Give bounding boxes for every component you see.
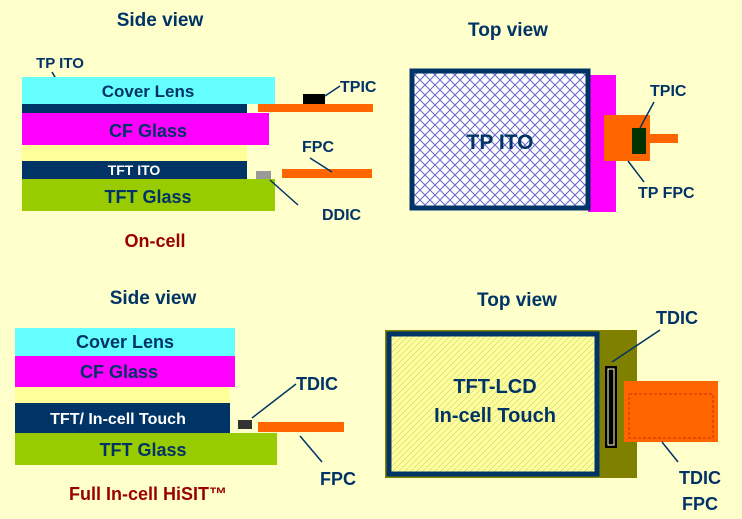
incell-touch-label: In-cell Touch bbox=[434, 405, 556, 427]
ddic-chip bbox=[256, 171, 271, 179]
side-tdic-leader bbox=[251, 383, 297, 419]
side-tdic-label: TDIC bbox=[296, 374, 338, 394]
top-tdic-chip-inner bbox=[607, 368, 615, 446]
incell-cf-glass-label: CF Glass bbox=[80, 362, 158, 382]
side-fpc bbox=[258, 422, 344, 432]
tft-incell-touch-layer bbox=[15, 403, 230, 433]
ddic-callout-label: DDIC bbox=[322, 207, 362, 224]
ddic-leader-line bbox=[269, 179, 299, 206]
bottom-fpc bbox=[282, 169, 372, 178]
top-tpic-chip bbox=[632, 128, 646, 154]
cover-lens-layer bbox=[22, 77, 275, 104]
incell-caption: Full In-cell HiSIT™ bbox=[69, 484, 227, 504]
incell-side-view: Side view Cover Lens CF Glass TFT/ In-ce… bbox=[15, 288, 356, 504]
incell-tft-glass-label: TFT Glass bbox=[99, 440, 186, 460]
tft-glass-label: TFT Glass bbox=[104, 187, 191, 207]
lc-layer bbox=[22, 145, 247, 161]
incell-cover-lens-layer bbox=[15, 328, 235, 356]
cf-glass-layer bbox=[22, 113, 269, 145]
incell-tft-glass-layer bbox=[15, 433, 277, 465]
tp-ito-callout-label: TP ITO bbox=[36, 55, 84, 72]
side-fpc-leader bbox=[299, 435, 323, 463]
top-tdic-label: TDIC bbox=[656, 308, 698, 328]
tp-ito-panel bbox=[409, 68, 591, 211]
tp-ito-layer bbox=[22, 104, 247, 113]
tft-ito-label: TFT ITO bbox=[108, 162, 161, 178]
oncell-side-view: Side view TP ITO Cover Lens CF Glass TFT… bbox=[22, 10, 377, 251]
oncell-top-view: Top view TP ITO TPIC TP FPC bbox=[409, 20, 695, 212]
tpic-chip bbox=[303, 94, 325, 104]
tft-glass-layer bbox=[22, 179, 275, 211]
incell-side-title: Side view bbox=[110, 288, 197, 309]
top-tdic-chip bbox=[605, 366, 617, 448]
tpic-leader-line bbox=[324, 85, 341, 97]
tdic-fpc-label-line1: TDIC bbox=[679, 468, 721, 488]
tdic-fpc-label-line2: FPC bbox=[682, 494, 718, 514]
tft-lcd-panel bbox=[386, 331, 600, 477]
top-tdic-leader bbox=[611, 329, 661, 363]
fpc-leader-line bbox=[309, 157, 333, 173]
incell-top-view: Top view TFT-LCD In-cell Touch TDIC TDIC… bbox=[385, 290, 721, 514]
cover-lens-label: Cover Lens bbox=[102, 82, 195, 101]
top-fpc bbox=[258, 104, 373, 112]
tft-incell-touch-label: TFT/ In-cell Touch bbox=[50, 411, 186, 428]
tp-fpc-leader bbox=[627, 160, 645, 183]
tp-fpc-tail bbox=[650, 134, 678, 143]
top-tpic-label: TPIC bbox=[650, 83, 687, 100]
tdic-fpc-leader bbox=[661, 441, 679, 463]
incell-lc-layer bbox=[15, 387, 230, 403]
tft-ito-layer bbox=[22, 161, 247, 179]
oncell-side-title: Side view bbox=[117, 10, 204, 31]
oncell-caption: On-cell bbox=[124, 231, 185, 251]
incell-cf-glass-layer bbox=[15, 356, 235, 387]
incell-top-title: Top view bbox=[477, 290, 557, 311]
cf-glass-label: CF Glass bbox=[109, 121, 187, 141]
tp-fpc-label: TP FPC bbox=[638, 185, 695, 202]
side-fpc-label: FPC bbox=[320, 469, 356, 489]
fpc-callout-label: FPC bbox=[302, 139, 334, 156]
tp-ito-panel-label: TP ITO bbox=[467, 131, 534, 154]
tft-lcd-label: TFT-LCD bbox=[453, 376, 536, 398]
top-tpic-leader bbox=[639, 101, 655, 129]
tdic-fpc bbox=[624, 381, 718, 442]
side-tdic-chip bbox=[238, 420, 252, 429]
tpic-callout-label: TPIC bbox=[340, 79, 377, 96]
oncell-top-title: Top view bbox=[468, 20, 548, 41]
tdic-fpc-outline bbox=[628, 393, 714, 439]
incell-cover-lens-label: Cover Lens bbox=[76, 332, 174, 352]
